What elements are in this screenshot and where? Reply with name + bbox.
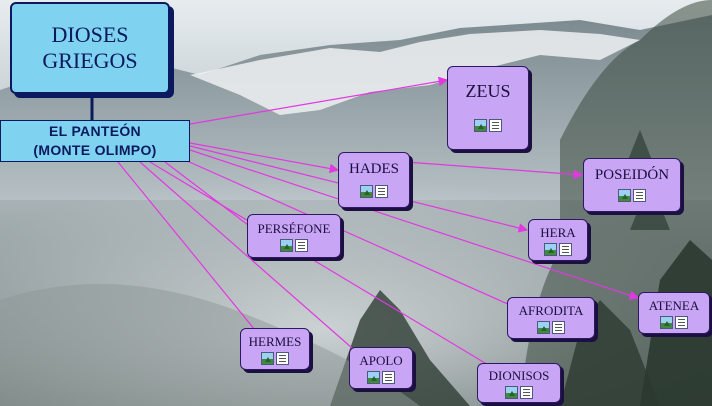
node-label: PERSÉFONE	[257, 220, 331, 236]
node-label: ATENEA	[648, 297, 700, 313]
node-label: HERA	[540, 224, 576, 240]
document-icon[interactable]	[276, 351, 289, 365]
image-icon[interactable]	[261, 351, 274, 365]
node-poseidon[interactable]: POSEIDÓN	[583, 158, 681, 212]
node-dionisos[interactable]: DIONISOS	[477, 363, 561, 403]
root-node-panteon[interactable]: EL PANTEÓN (MONTE OLIMPO)	[0, 120, 190, 162]
link-dionisos	[149, 161, 491, 367]
document-icon[interactable]	[559, 242, 572, 256]
node-hermes[interactable]: HERMES	[240, 328, 310, 370]
document-icon[interactable]	[552, 320, 565, 334]
node-hera[interactable]: HERA	[528, 219, 588, 261]
node-afrodita[interactable]: AFRODITA	[507, 297, 595, 339]
node-label: HADES	[348, 161, 399, 177]
document-icon[interactable]	[633, 189, 646, 202]
node-apolo[interactable]: APOLO	[349, 347, 413, 389]
image-icon[interactable]	[360, 185, 373, 198]
link-hades	[189, 142, 340, 174]
link-persefone	[164, 161, 249, 226]
image-icon[interactable]	[660, 315, 673, 329]
node-persefone[interactable]: PERSÉFONE	[247, 214, 341, 258]
node-label: APOLO	[359, 352, 403, 368]
node-atenea[interactable]: ATENEA	[638, 292, 710, 334]
link-afrodita	[184, 159, 511, 306]
node-zeus[interactable]: ZEUS	[447, 66, 529, 150]
node-label: HERMES	[248, 333, 302, 349]
image-icon[interactable]	[505, 385, 518, 399]
title-box[interactable]: DIOSES GRIEGOS	[10, 2, 170, 94]
node-label: DIONISOS	[488, 367, 550, 383]
node-label: POSEIDÓN	[594, 167, 670, 183]
document-icon[interactable]	[375, 185, 388, 198]
document-icon[interactable]	[489, 119, 502, 132]
document-icon[interactable]	[382, 370, 395, 384]
node-label: AFRODITA	[518, 302, 584, 318]
document-icon[interactable]	[520, 385, 533, 399]
document-icon[interactable]	[675, 315, 688, 329]
image-icon[interactable]	[537, 320, 550, 334]
image-icon[interactable]	[618, 189, 631, 202]
link-hermes	[117, 161, 256, 331]
map-title: DIOSES GRIEGOS	[42, 22, 138, 73]
document-icon[interactable]	[295, 238, 308, 252]
image-icon[interactable]	[544, 242, 557, 256]
image-icon[interactable]	[280, 238, 293, 252]
link-atenea	[189, 149, 640, 300]
link-zeus	[189, 76, 449, 125]
image-icon[interactable]	[367, 370, 380, 384]
link-hades-poseidon	[405, 161, 584, 180]
image-icon[interactable]	[474, 119, 487, 132]
root-node-label: EL PANTEÓN (MONTE OLIMPO)	[33, 123, 157, 158]
node-hades[interactable]: HADES	[338, 152, 410, 208]
link-apolo	[139, 161, 353, 349]
node-label: ZEUS	[465, 81, 511, 101]
